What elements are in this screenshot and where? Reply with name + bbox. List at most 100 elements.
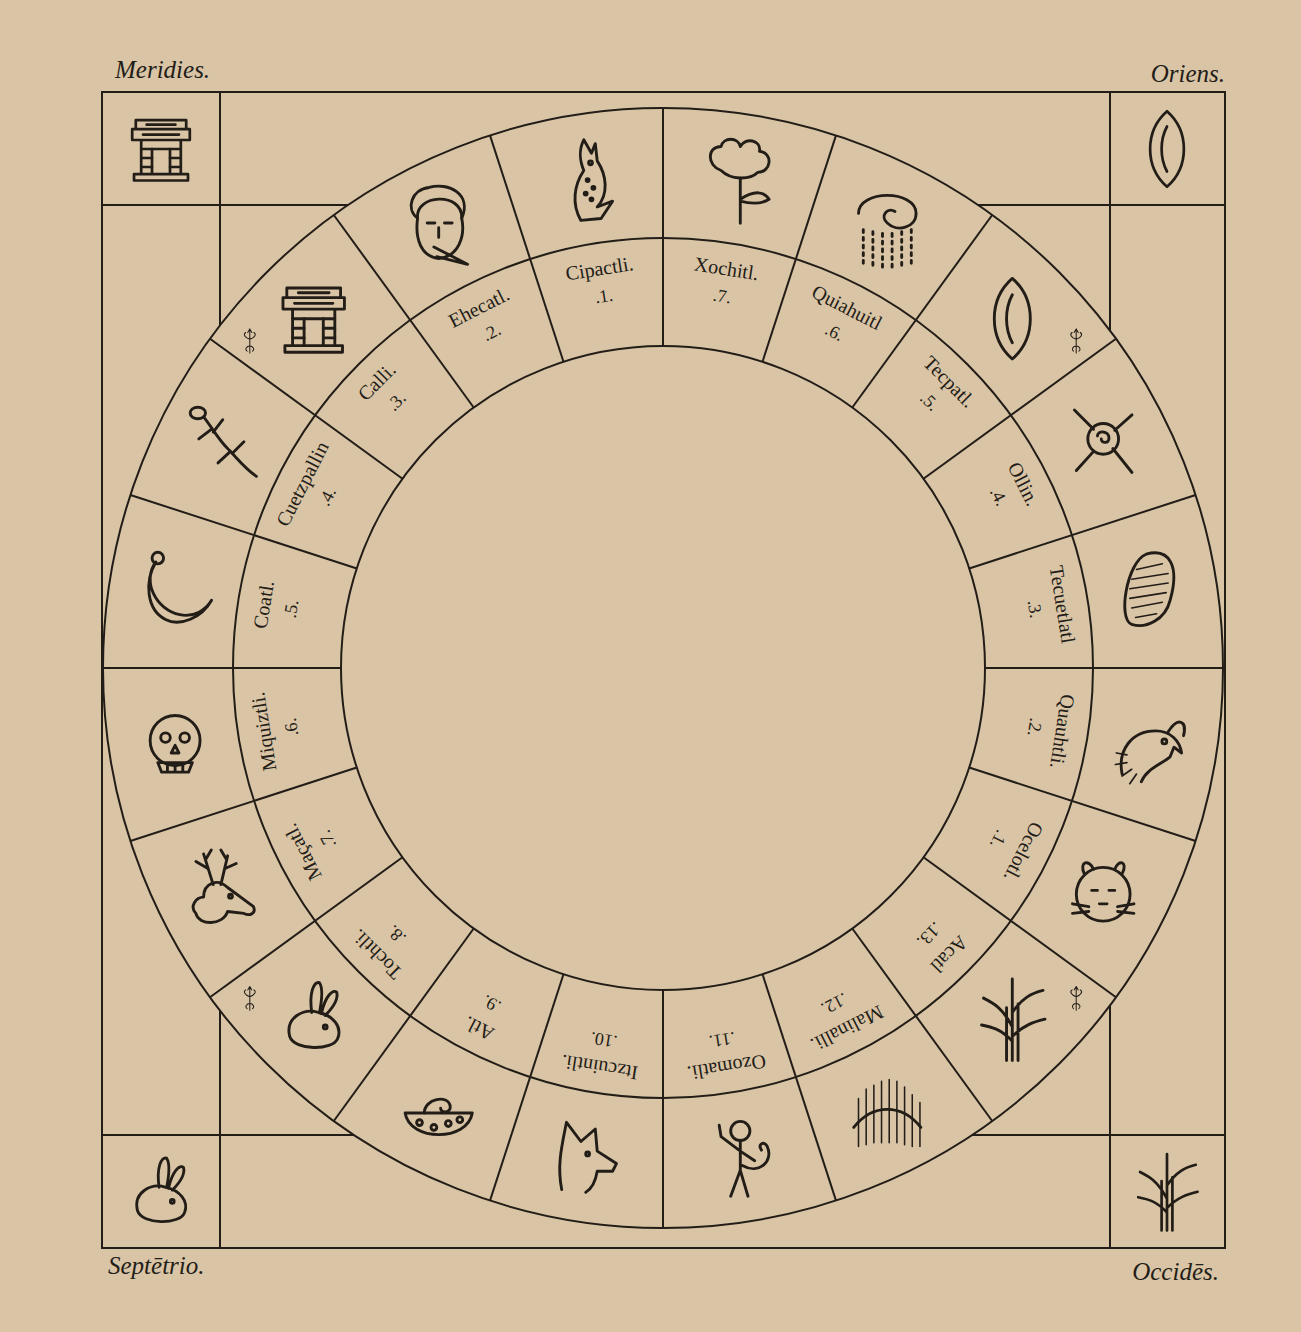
ring-divider bbox=[490, 135, 564, 361]
ring-divider bbox=[969, 495, 1195, 569]
day-glyph bbox=[1125, 553, 1174, 626]
day-sign-cell: Tecpatl..5. bbox=[854, 327, 1004, 477]
day-glyph bbox=[193, 850, 254, 922]
day-name: Xochitl. bbox=[692, 252, 760, 285]
direction-label: Oriens. bbox=[1151, 60, 1225, 88]
ring-divider bbox=[490, 974, 564, 1200]
day-glyph bbox=[1115, 722, 1184, 784]
day-glyph bbox=[289, 983, 339, 1048]
ring-divider bbox=[985, 667, 1223, 669]
day-glyph bbox=[982, 979, 1045, 1061]
day-sign-cell: Acatl.13. bbox=[854, 859, 1004, 1009]
day-name: Itzcuintli. bbox=[560, 1050, 640, 1085]
day-name: Atl. bbox=[461, 1011, 499, 1045]
day-sign-cell: Maçatl..7. bbox=[260, 764, 396, 913]
day-name: Tecuetlatl bbox=[1045, 564, 1080, 645]
day-number: .3. bbox=[1022, 599, 1046, 620]
day-glyph bbox=[710, 139, 769, 223]
day-number: .6. bbox=[279, 716, 303, 737]
day-number: .12. bbox=[817, 987, 851, 1018]
day-glyph bbox=[405, 1099, 472, 1134]
day-sign-cell: Cipactli..1. bbox=[538, 242, 671, 352]
day-number: .7. bbox=[314, 826, 341, 852]
day-sign-cell: Malinalli..12. bbox=[759, 935, 908, 1071]
flourish-ornament bbox=[244, 329, 255, 353]
day-glyph bbox=[1074, 410, 1132, 472]
day-sign-cell: Ocelotl..1. bbox=[930, 764, 1066, 913]
day-glyph bbox=[719, 1121, 769, 1196]
frame-grid-lines bbox=[102, 92, 1225, 1248]
day-glyph bbox=[560, 1122, 617, 1192]
ring-divider bbox=[969, 768, 1195, 842]
day-number: .1. bbox=[594, 284, 615, 308]
inner-circle bbox=[341, 346, 985, 990]
reed-glyph bbox=[1138, 1154, 1197, 1231]
day-sign-cell: Ozomatli..11. bbox=[655, 985, 788, 1095]
ring-divider bbox=[103, 667, 341, 669]
day-glyph bbox=[150, 716, 200, 773]
day-name: Ozomatli. bbox=[685, 1050, 767, 1085]
outer-frame bbox=[102, 92, 1225, 1248]
day-number: .3. bbox=[383, 388, 411, 416]
day-glyph bbox=[190, 407, 256, 476]
direction-label: Occidēs. bbox=[1132, 1258, 1219, 1286]
day-number: .4. bbox=[984, 484, 1011, 510]
day-number: .9. bbox=[479, 989, 505, 1016]
direction-label: Septētrio. bbox=[108, 1252, 205, 1280]
day-sign-cell: Coatl..5. bbox=[237, 543, 347, 676]
middle-circle bbox=[233, 238, 1093, 1098]
ring-divider bbox=[130, 768, 356, 842]
day-sign-cell: Xochitl..7. bbox=[655, 242, 788, 352]
day-sign-cell: Ehecatl..2. bbox=[418, 265, 567, 401]
day-glyph bbox=[149, 552, 212, 622]
ring-dividers bbox=[103, 108, 1223, 1228]
day-sign-cell: Calli..3. bbox=[322, 327, 472, 477]
day-glyph bbox=[411, 186, 467, 264]
day-name: Ollin. bbox=[1003, 459, 1044, 511]
ring-divider bbox=[334, 929, 474, 1122]
day-glyph bbox=[994, 278, 1030, 359]
day-glyphs bbox=[149, 139, 1185, 1196]
day-number: .5. bbox=[915, 388, 943, 416]
day-number: .7. bbox=[711, 284, 732, 308]
day-sign-cell: Quiahuitl.6. bbox=[759, 265, 908, 401]
direction-label: Meridies. bbox=[115, 56, 210, 84]
day-number: .11. bbox=[707, 1027, 736, 1052]
day-sign-cell: Itzcuintli..10. bbox=[538, 985, 671, 1095]
day-number: .8. bbox=[383, 920, 411, 948]
day-name: Maçatl. bbox=[279, 819, 327, 883]
day-sign-cell: Atl..9. bbox=[418, 935, 567, 1071]
day-sign-cell: Miquiztli..6. bbox=[237, 660, 347, 793]
day-glyph bbox=[575, 140, 613, 221]
ring-divider bbox=[662, 990, 664, 1228]
day-name: Coatl. bbox=[248, 579, 278, 630]
flourish-ornament bbox=[1071, 329, 1082, 353]
day-number: .2. bbox=[1022, 716, 1046, 737]
day-glyph bbox=[854, 1079, 921, 1146]
day-name: Quauhtli. bbox=[1045, 692, 1079, 770]
day-number: .4. bbox=[314, 484, 341, 510]
day-sign-cell: Ollin..4. bbox=[930, 423, 1066, 572]
rabbit-glyph bbox=[137, 1158, 186, 1222]
outer-circle bbox=[103, 108, 1223, 1228]
day-sign-cell: Tecuetlatl.3. bbox=[980, 543, 1090, 676]
day-sign-cell: Tochtli..8. bbox=[322, 859, 472, 1009]
day-sign-cell: Cuetzpallin.4. bbox=[260, 423, 396, 572]
day-glyph bbox=[859, 195, 917, 270]
day-number: .5. bbox=[279, 599, 303, 620]
ring-divider bbox=[763, 135, 837, 361]
flourish-ornament bbox=[1071, 987, 1082, 1011]
day-glyph bbox=[283, 288, 344, 352]
day-glyph bbox=[1072, 863, 1133, 921]
day-name: Ocelotl. bbox=[999, 818, 1048, 885]
ring-divider bbox=[662, 108, 664, 346]
day-number: .6. bbox=[821, 319, 847, 346]
day-sign-cell: Quauhtli..2. bbox=[980, 660, 1090, 793]
flourish-ornament bbox=[244, 987, 255, 1011]
day-number: .2. bbox=[479, 319, 505, 346]
day-name: Miquiztli. bbox=[246, 690, 281, 772]
flint-glyph bbox=[1150, 111, 1184, 187]
day-name: Cipactli. bbox=[564, 252, 635, 285]
